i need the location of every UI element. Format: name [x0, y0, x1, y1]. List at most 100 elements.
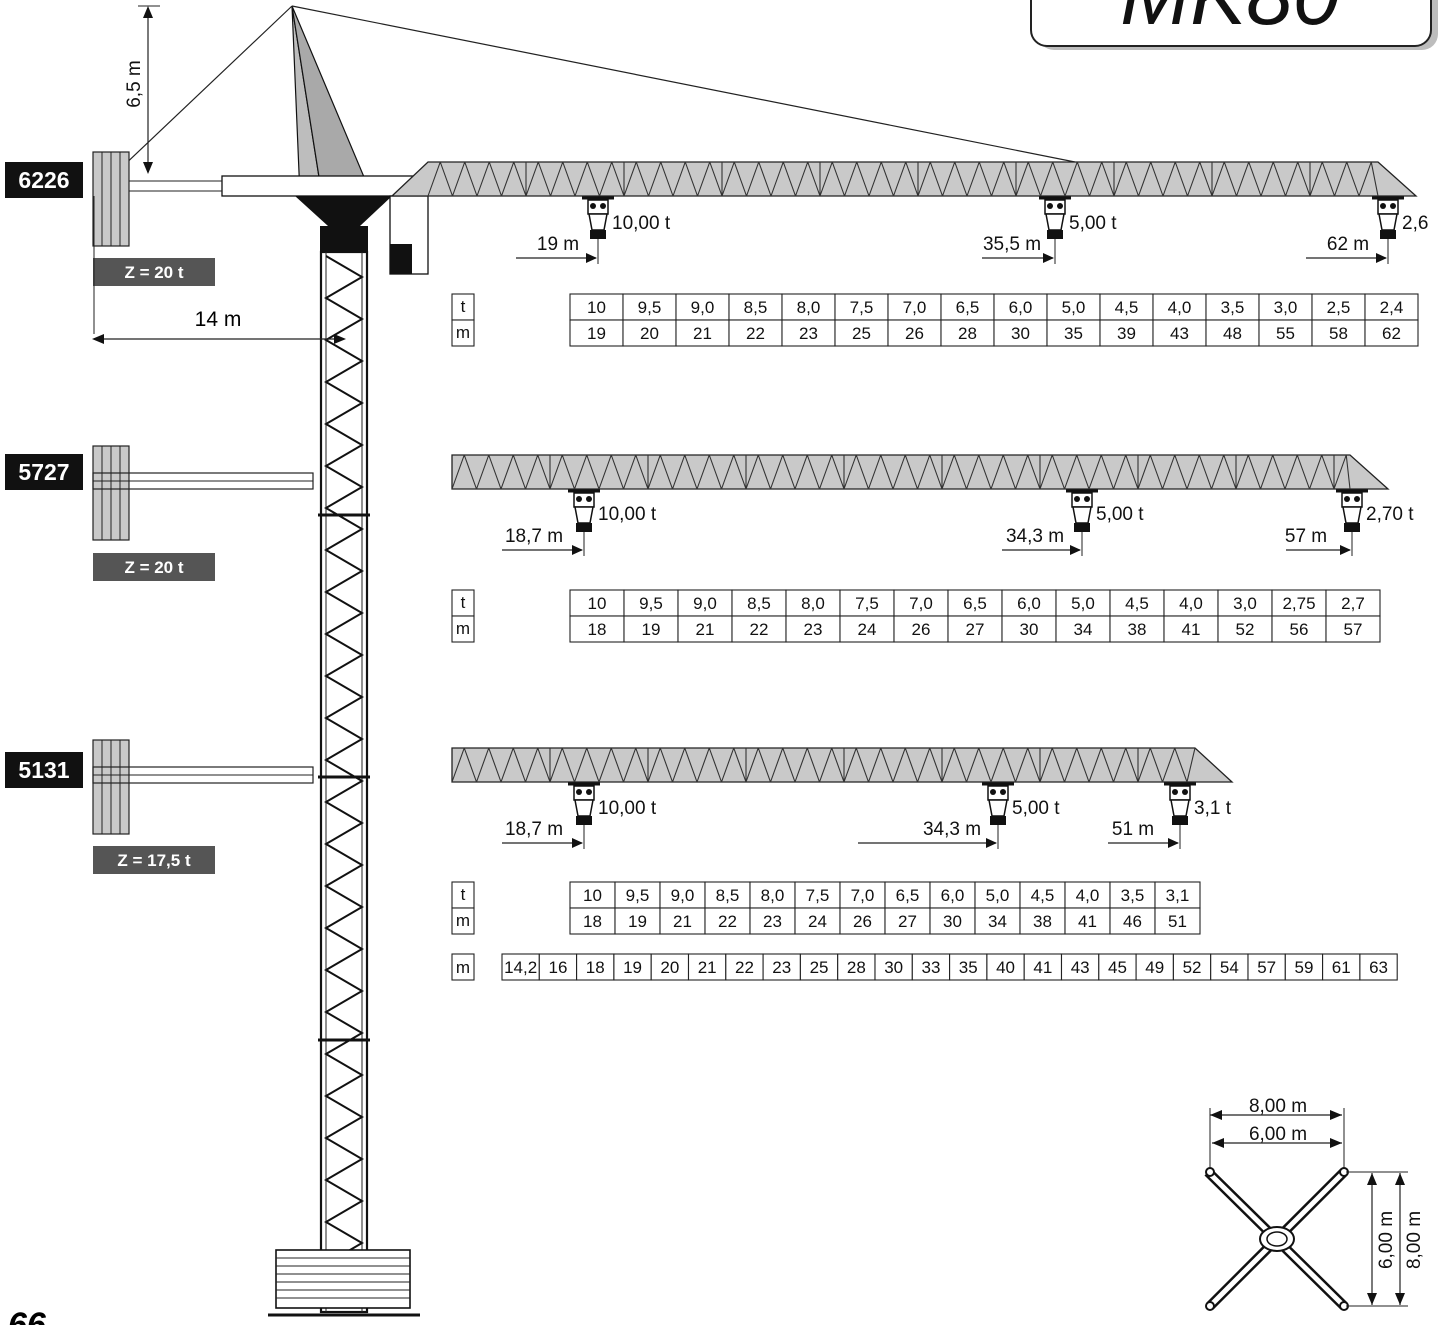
radius-cell — [1064, 907, 1111, 935]
load-value: 2,7 — [1341, 594, 1365, 613]
load-value: 7,5 — [850, 298, 874, 317]
load-value: 6,0 — [1017, 594, 1041, 613]
title-box: MK80 — [1030, 0, 1438, 50]
hook-block-icon — [1072, 506, 1092, 524]
counter-jib-1 — [92, 151, 215, 286]
trolley-radius-label: 19 m — [537, 234, 579, 255]
trolley-radius-label: 57 m — [1285, 526, 1327, 547]
load-value: 8,0 — [801, 594, 825, 613]
radius-value: 23 — [804, 620, 823, 639]
radius-arrowhead — [1070, 545, 1081, 555]
table-m-label-cell — [451, 615, 475, 643]
radius-cell — [1019, 907, 1066, 935]
radius-value: 55 — [1276, 324, 1295, 343]
trolley-load-label: 5,00 t — [1069, 213, 1117, 234]
jib-outline-2 — [451, 454, 1390, 490]
radius-value: 18 — [588, 620, 607, 639]
radius-cell — [1154, 907, 1201, 935]
load-value: 4,0 — [1076, 886, 1100, 905]
load-cell — [887, 293, 942, 321]
hook-block-bottom — [576, 523, 592, 532]
radius-value: 57 — [1344, 620, 1363, 639]
trolley-3-1: 10,00 t18,7 m — [502, 782, 657, 849]
radius-value: 22 — [718, 912, 737, 931]
radius-arrowhead — [1043, 253, 1054, 263]
hook-block-bottom — [590, 230, 606, 239]
radius-cell — [1163, 615, 1219, 643]
jib-lattice-2 — [451, 454, 1351, 490]
trolley-load-label: 10,00 t — [598, 798, 657, 819]
trolley-wheel — [576, 789, 582, 795]
radius-value: 51 — [1168, 912, 1187, 931]
base-inner-depth: 6,00 m — [1376, 1211, 1397, 1269]
height-value: 28 — [847, 958, 866, 977]
trolley-wheel — [600, 203, 606, 209]
radius-cell — [659, 907, 706, 935]
load-table-2: tm10189,5199,0218,5228,0237,5247,0266,52… — [451, 589, 1381, 643]
radius-cell — [731, 615, 787, 643]
load-value: 10 — [588, 594, 607, 613]
radius-arrowhead — [572, 838, 583, 848]
radius-cell — [1205, 319, 1260, 347]
height-cell — [613, 953, 652, 981]
radius-cell — [940, 319, 995, 347]
trolley-load-label: 2,70 t — [1366, 504, 1414, 525]
load-cell — [993, 293, 1048, 321]
radius-value: 25 — [852, 324, 871, 343]
radius-value: 34 — [988, 912, 1007, 931]
ballast-label-3: Z = 17,5 t — [117, 851, 191, 870]
height-value: 35 — [959, 958, 978, 977]
load-cell — [781, 293, 836, 321]
radius-cell — [1099, 319, 1154, 347]
height-label: m — [456, 958, 470, 977]
load-value: 6,5 — [956, 298, 980, 317]
load-value: 7,5 — [806, 886, 830, 905]
height-value: 25 — [810, 958, 829, 977]
radius-cell — [993, 319, 1048, 347]
load-value: 10 — [583, 886, 602, 905]
trolley-wheel — [1074, 496, 1080, 502]
table-m-label-cell — [451, 907, 475, 935]
radius-value: 41 — [1182, 620, 1201, 639]
trolley-radius-label: 34,3 m — [1006, 526, 1064, 547]
trolley-load-label: 10,00 t — [612, 213, 671, 234]
height-cell — [501, 953, 540, 981]
load-value: 5,0 — [1071, 594, 1095, 613]
height-value: 43 — [1071, 958, 1090, 977]
trolley-wheel — [1047, 203, 1053, 209]
jib-2 — [451, 454, 1390, 490]
load-cell — [1217, 589, 1273, 617]
load-value: 3,5 — [1121, 886, 1145, 905]
height-value: 41 — [1033, 958, 1052, 977]
hook-block-icon — [1170, 799, 1190, 817]
ballast-label-1: Z = 20 t — [124, 263, 183, 282]
height-value: 49 — [1145, 958, 1164, 977]
trolley-2-3: 2,70 t 57 m — [1285, 489, 1414, 556]
radius-cell — [728, 319, 783, 347]
trolley-wheel — [1182, 789, 1188, 795]
radius-cell — [569, 615, 625, 643]
load-cell — [623, 589, 679, 617]
trolley-3-3: 3,1 t51 m — [1108, 782, 1232, 849]
radius-value: 18 — [583, 912, 602, 931]
load-value: 2,75 — [1282, 594, 1315, 613]
radius-arrowhead — [572, 545, 583, 555]
radius-value: 30 — [1020, 620, 1039, 639]
radius-value: 43 — [1170, 324, 1189, 343]
radius-value: 35 — [1064, 324, 1083, 343]
height-value: 40 — [996, 958, 1015, 977]
height-value: 21 — [698, 958, 717, 977]
radius-value: 38 — [1033, 912, 1052, 931]
load-cell — [1364, 293, 1419, 321]
radius-cell — [887, 319, 942, 347]
radius-value: 39 — [1117, 324, 1136, 343]
radius-value: 21 — [696, 620, 715, 639]
radius-value: 30 — [943, 912, 962, 931]
radius-cell — [1055, 615, 1111, 643]
radius-cell — [1001, 615, 1057, 643]
trolley-wheel — [990, 789, 996, 795]
config-badge-5131: 5131 — [18, 757, 69, 783]
trolley-radius-label: 62 m — [1327, 234, 1369, 255]
radius-cell — [1046, 319, 1101, 347]
radius-value: 21 — [693, 324, 712, 343]
